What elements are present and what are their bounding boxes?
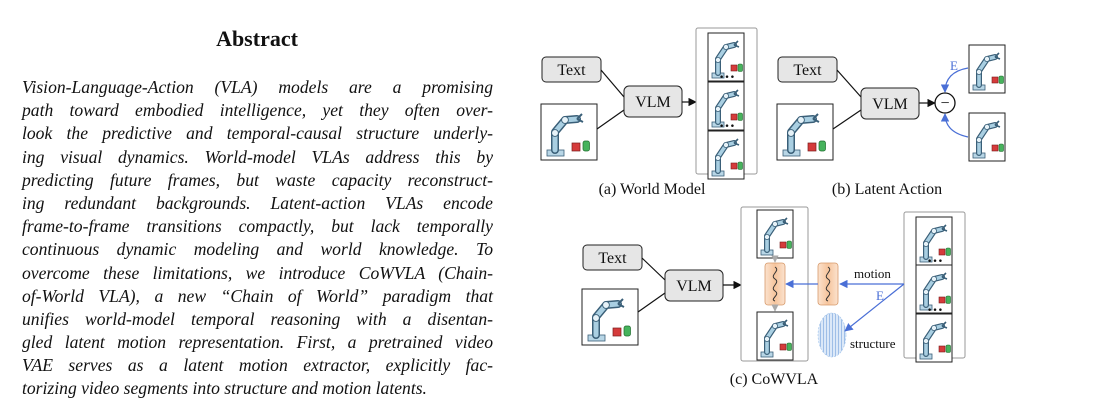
abstract-line: of-World VLA), a new “Chain of World” pa…	[22, 285, 493, 306]
ellipsis: …	[927, 249, 943, 266]
structure-latent-icon	[817, 312, 847, 358]
text-box: Text	[777, 56, 838, 83]
encode-arrow	[940, 113, 969, 138]
robot-scene-icon	[541, 104, 597, 160]
caption-world-model: (a) World Model	[599, 181, 706, 198]
vlm-box-label: VLM	[872, 96, 908, 113]
e-label: E	[950, 58, 958, 73]
text-box: Text	[582, 244, 643, 271]
robot-frame-icon	[916, 314, 952, 362]
robot-frame-icon	[757, 210, 793, 258]
abstract-line: gled latent motion representation. First…	[22, 332, 493, 353]
connector-line	[600, 69, 625, 98]
connector-line	[596, 109, 625, 130]
text-box-label: Text	[598, 250, 627, 267]
panel-world-model: Text VLM … … (a) World Model	[541, 27, 758, 198]
text-box: Text	[541, 56, 602, 83]
abstract-line: predicting future frames, but waste capa…	[22, 169, 493, 190]
method-figure: Text VLM … … (a) World Model Text VLM	[528, 27, 1048, 388]
text-box-label: Text	[793, 62, 822, 79]
abstract-line: ing redundant backgrounds. Latent-action…	[22, 192, 493, 213]
abstract-line: frame-to-frame transitions compactly, bu…	[22, 216, 493, 237]
abstract-line: Vision-Language-Action (VLA) models are …	[22, 77, 493, 97]
vlm-box: VLM	[860, 87, 920, 120]
abstract-line: unifies world-model temporal reasoning w…	[22, 308, 493, 329]
structure-label: structure	[850, 336, 896, 351]
robot-frame-icon	[969, 45, 1005, 93]
abstract-line: look the predictive and temporal-causal …	[22, 123, 493, 144]
ellipsis: …	[719, 114, 735, 131]
motion-label: motion	[854, 266, 891, 281]
abstract-body: Vision-Language-Action (VLA) models are …	[22, 76, 493, 401]
panel-latent-action: Text VLM − E (b) Latent Action	[777, 45, 1005, 198]
robot-frame-icon	[969, 113, 1005, 161]
ellipsis: …	[927, 298, 943, 315]
connector-line	[637, 292, 666, 313]
encode-structure-arrow	[844, 283, 905, 332]
connector-line	[641, 257, 666, 281]
robot-scene-icon	[582, 289, 638, 345]
abstract-line: VAE serves as a latent motion extractor,…	[22, 355, 493, 376]
minus-label: −	[940, 95, 949, 112]
vlm-box-label: VLM	[676, 278, 712, 295]
panel-cowvla: Text VLM … … motion E structure (c)	[582, 206, 966, 388]
caption-latent-action: (b) Latent Action	[832, 181, 942, 198]
robot-frame-icon	[708, 131, 744, 179]
minus-operator: −	[934, 92, 956, 114]
motion-latent-icon	[764, 262, 786, 306]
robot-frame-icon	[757, 312, 793, 360]
robot-scene-icon	[777, 104, 833, 160]
ellipsis: …	[719, 65, 735, 82]
abstract-line: path toward embodied intelligence, yet t…	[22, 100, 493, 121]
abstract-line: ing visual dynamics. World-model VLAs ad…	[22, 146, 493, 167]
vlm-box-label: VLM	[635, 94, 671, 111]
caption-cowvla: (c) CoWVLA	[730, 371, 819, 388]
vlm-box: VLM	[623, 85, 683, 118]
abstract-line: overcome these limitations, we introduce…	[22, 262, 493, 283]
abstract-line: continuous dynamic modeling and world kn…	[22, 239, 493, 260]
vlm-box: VLM	[664, 269, 724, 302]
e-label: E	[876, 288, 884, 303]
connector-line	[832, 109, 862, 130]
encode-arrow	[940, 67, 969, 93]
connector-line	[836, 69, 862, 98]
abstract-line: torizing video segments into structure a…	[22, 378, 427, 399]
motion-latent-icon	[817, 262, 839, 306]
abstract-title: Abstract	[216, 26, 298, 51]
text-box-label: Text	[557, 62, 586, 79]
